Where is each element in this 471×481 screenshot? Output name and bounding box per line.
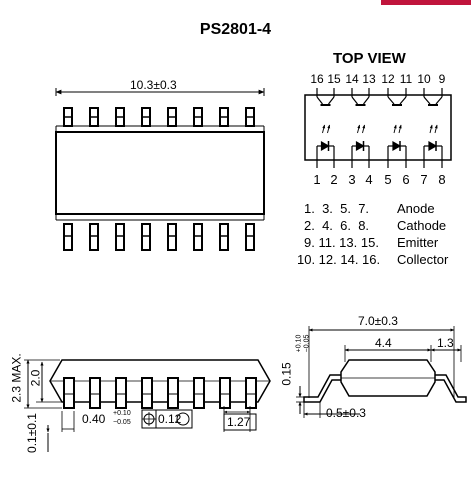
end-lead-left bbox=[303, 374, 341, 403]
body-length-label: 10.3±0.3 bbox=[130, 78, 177, 92]
front-lead-top bbox=[219, 107, 229, 127]
height-max-label: 2.3 MAX. bbox=[9, 353, 24, 403]
pin-number-bottom: 3 bbox=[348, 172, 356, 187]
lead-length-label: 1.3 bbox=[437, 336, 454, 350]
front-lead-top bbox=[167, 107, 177, 127]
front-lead-bottom bbox=[141, 223, 151, 251]
pin-number-bottom: 5 bbox=[384, 172, 392, 187]
front-lead-bottom bbox=[193, 223, 203, 251]
pin-number-top: 16 bbox=[310, 72, 324, 86]
front-lead-bottom bbox=[167, 223, 177, 251]
front-lead-top bbox=[115, 107, 125, 127]
pin-number-bottom: 2 bbox=[330, 172, 338, 187]
optocoupler-unit bbox=[316, 88, 335, 168]
pin-number-top: 9 bbox=[438, 72, 446, 86]
body-height-label: 2.0 bbox=[28, 369, 43, 387]
side-lead bbox=[167, 377, 179, 409]
side-view bbox=[24, 359, 271, 452]
side-lead bbox=[63, 377, 75, 409]
pin-number-bottom: 6 bbox=[402, 172, 410, 187]
pin-number-bottom: 7 bbox=[420, 172, 428, 187]
side-lead bbox=[115, 377, 127, 409]
side-leads bbox=[63, 377, 257, 409]
legend-emitter-label: Emitter bbox=[397, 235, 439, 250]
lead-thickness-tol-plus: +0.10 bbox=[295, 334, 303, 353]
body-width-label: 4.4 bbox=[375, 336, 392, 350]
front-lead-bottom bbox=[115, 223, 125, 251]
schematic-units bbox=[316, 88, 443, 168]
legend-emitter-pins: 9. 11. 13. 15. bbox=[304, 235, 379, 250]
top-view-heading: TOP VIEW bbox=[333, 50, 406, 67]
end-view bbox=[296, 326, 467, 418]
end-lead-right bbox=[435, 374, 467, 403]
front-lead-top bbox=[245, 107, 255, 127]
side-lead bbox=[219, 377, 231, 409]
optocoupler-unit bbox=[351, 88, 370, 168]
corner-accent-bar bbox=[381, 0, 471, 5]
front-lead-top bbox=[89, 107, 99, 127]
mmc-symbol bbox=[176, 412, 190, 426]
pin-number-top: 12 bbox=[381, 72, 395, 86]
pin-number-bottom: 8 bbox=[438, 172, 446, 187]
pin-number-top: 14 bbox=[345, 72, 359, 86]
optocoupler-unit bbox=[387, 88, 407, 168]
foot-length-label: 0.5±0.3 bbox=[326, 406, 366, 420]
top-view-schematic bbox=[304, 88, 452, 168]
legend-collector-pins: 10. 12. 14. 16. bbox=[297, 252, 381, 267]
drawing-title: PS2801-4 bbox=[199, 21, 272, 38]
front-leads-top bbox=[63, 107, 255, 127]
lead-width-tol-minus: −0.05 bbox=[113, 419, 131, 426]
legend-anode-pins: 1. 3. 5. 7. bbox=[304, 201, 370, 216]
front-lead-top bbox=[63, 107, 73, 127]
top-view-outline bbox=[304, 94, 452, 161]
pin-number-bottom: 1 bbox=[313, 172, 321, 187]
front-body bbox=[55, 131, 265, 215]
pin-number-top: 10 bbox=[417, 72, 431, 86]
front-lead-bottom bbox=[219, 223, 229, 251]
side-lead bbox=[245, 377, 257, 409]
pitch-label: 1.27 bbox=[227, 415, 251, 429]
pin-number-bottom: 4 bbox=[365, 172, 373, 187]
front-lead-bottom bbox=[63, 223, 73, 251]
front-lead-top bbox=[141, 107, 151, 127]
front-lead-bottom bbox=[89, 223, 99, 251]
optocoupler-unit bbox=[423, 88, 443, 168]
pitch-box bbox=[223, 413, 257, 431]
front-lead-top bbox=[193, 107, 203, 127]
overall-width-label: 7.0±0.3 bbox=[358, 314, 398, 328]
legend-collector-label: Collector bbox=[397, 252, 449, 267]
standoff-label: 0.1±0.1 bbox=[24, 413, 39, 453]
pin-number-top: 15 bbox=[327, 72, 341, 86]
lead-width-tol-plus: +0.10 bbox=[113, 410, 131, 417]
position-tolerance-label: 0.12 bbox=[158, 412, 182, 426]
front-view bbox=[55, 88, 265, 251]
lead-thickness-label: 0.15 bbox=[279, 362, 294, 386]
lead-width-label: 0.40 bbox=[82, 412, 106, 426]
legend-cathode-pins: 2. 4. 6. 8. bbox=[304, 218, 370, 233]
legend-cathode-label: Cathode bbox=[397, 218, 447, 233]
front-leads-bottom bbox=[63, 223, 255, 251]
legend-anode-label: Anode bbox=[397, 201, 435, 216]
lead-thickness-tol-minus: −0.05 bbox=[303, 334, 311, 353]
pin-number-top: 13 bbox=[362, 72, 376, 86]
side-lead bbox=[141, 377, 153, 409]
pin-number-top: 11 bbox=[399, 72, 413, 86]
side-lead bbox=[193, 377, 205, 409]
side-lead bbox=[89, 377, 101, 409]
front-lead-bottom bbox=[245, 223, 255, 251]
